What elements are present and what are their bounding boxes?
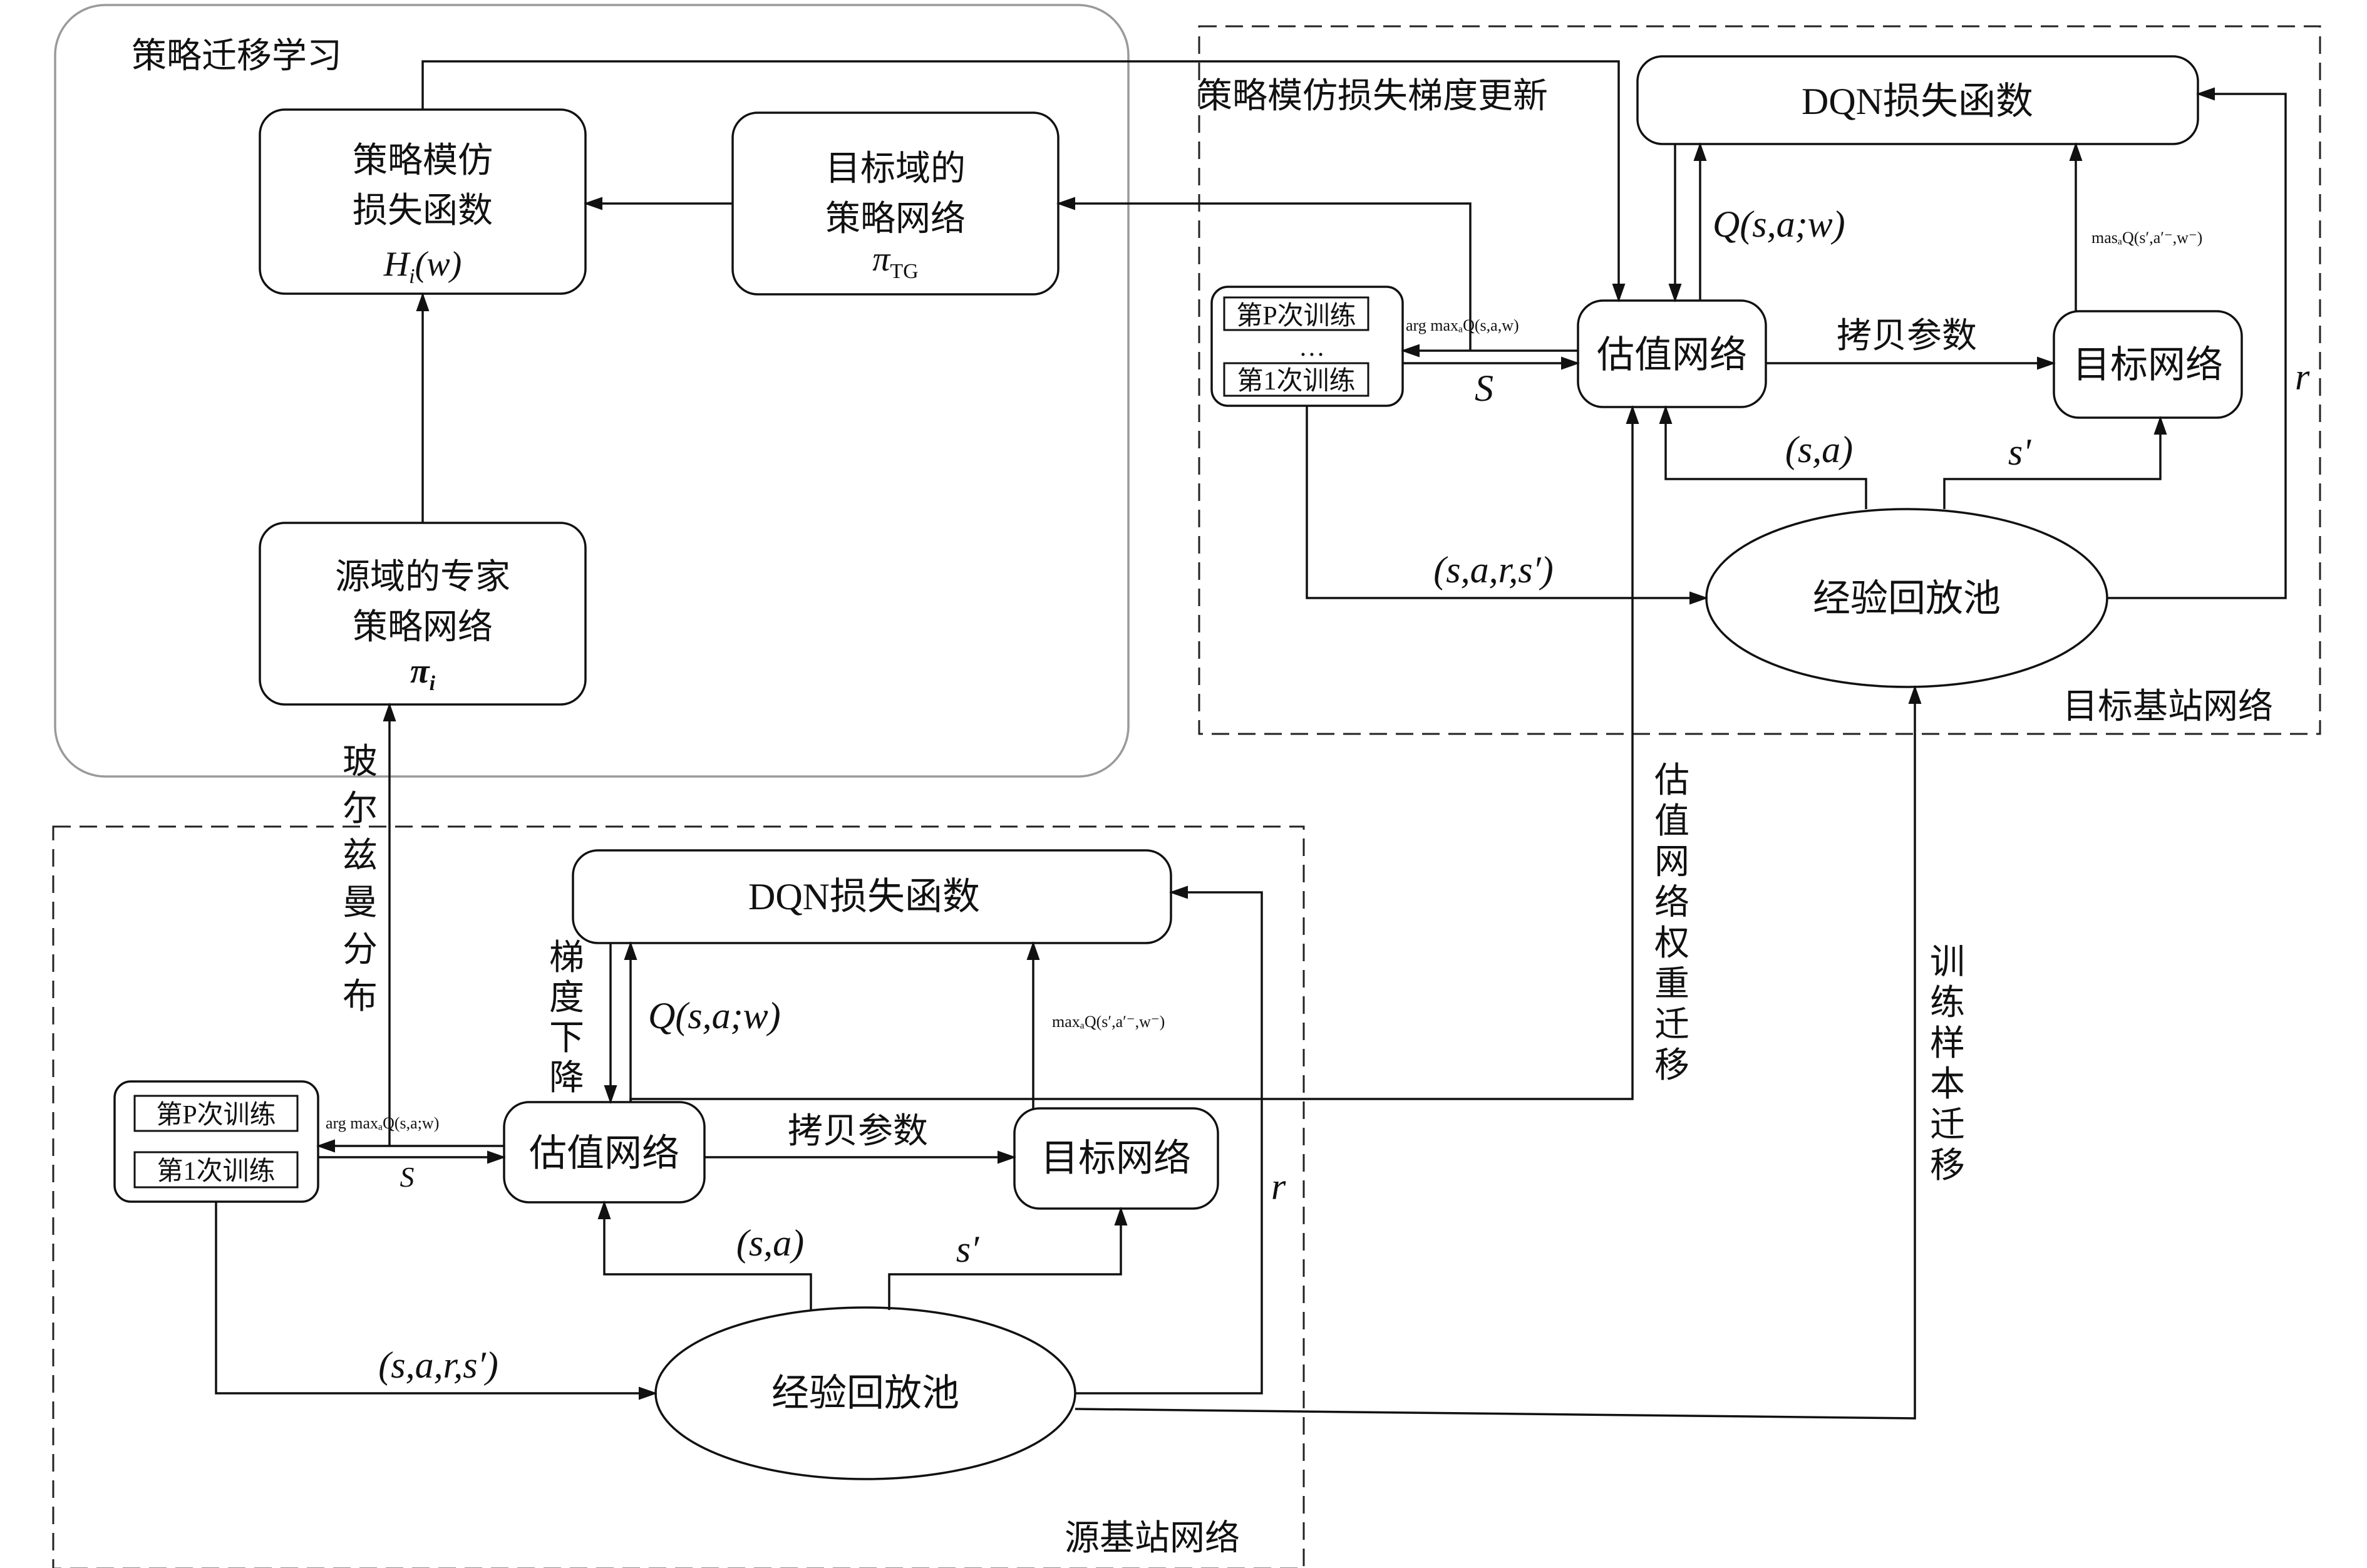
source-training-top-label: 第P次训练 bbox=[156, 1100, 276, 1130]
source-sa-arrow bbox=[597, 1200, 812, 1310]
target-station-title: 目标基站网络 bbox=[2063, 688, 2273, 726]
policy-transfer-group bbox=[54, 4, 1130, 778]
source-q-label: Q(s,a;w) bbox=[648, 995, 781, 1036]
target-copy-params-label: 拷贝参数 bbox=[1837, 317, 1977, 356]
target-training-dots: … bbox=[1299, 333, 1325, 362]
target-target-net-label: 目标网络 bbox=[2073, 344, 2223, 386]
source-sprime-arrow bbox=[888, 1207, 1128, 1310]
source-estimate-net-label: 估值网络 bbox=[529, 1133, 679, 1174]
weight-transfer-label: 估 值 网 络 权 重 迁 移 bbox=[1654, 761, 1689, 1085]
target-max-label: masₐQ(s′,a′⁻,w⁻) bbox=[2091, 229, 2202, 247]
source-station-group bbox=[52, 825, 1305, 1568]
svg-text:权: 权 bbox=[1654, 924, 1689, 963]
target-policy-line1: 目标域的 bbox=[825, 150, 966, 188]
svg-text:迁: 迁 bbox=[1930, 1106, 1965, 1145]
source-gradient-descent-label: 梯 度 下 降 bbox=[549, 939, 584, 1098]
imitation-loss-line2: 损失函数 bbox=[353, 192, 493, 230]
svg-text:尔: 尔 bbox=[343, 790, 378, 828]
source-sprime-label: s′ bbox=[956, 1229, 979, 1270]
source-s-label: S bbox=[400, 1161, 415, 1193]
svg-text:兹: 兹 bbox=[343, 837, 378, 875]
svg-text:本: 本 bbox=[1930, 1065, 1965, 1104]
expert-policy-symbol: πi bbox=[410, 652, 436, 695]
source-replay-pool-label: 经验回放池 bbox=[771, 1373, 959, 1414]
imitation-loss-symbol: Hi(w) bbox=[383, 245, 462, 288]
source-r-feedback bbox=[1075, 885, 1263, 1395]
expert-policy-line1: 源域的专家 bbox=[335, 558, 510, 597]
imitation-loss-line1: 策略模仿 bbox=[353, 142, 493, 180]
sample-transfer-arrow bbox=[1075, 685, 1922, 1420]
target-policy-line2: 策略网络 bbox=[825, 200, 966, 239]
source-max-label: maxₐQ(s′,a′⁻,w⁻) bbox=[1052, 1013, 1165, 1031]
svg-text:训: 训 bbox=[1930, 943, 1965, 982]
sample-transfer-label: 训 练 样 本 迁 移 bbox=[1930, 943, 1965, 1185]
boltzmann-label: 玻 尔 兹 曼 分 布 bbox=[343, 743, 378, 1016]
expert-policy-line2: 策略网络 bbox=[353, 608, 493, 647]
source-dqn-loss-label: DQN损失函数 bbox=[748, 876, 980, 917]
target-station-group bbox=[1198, 25, 2321, 735]
target-r-label: r bbox=[2295, 356, 2310, 398]
source-sa-label: (s,a) bbox=[736, 1222, 804, 1264]
source-station-title: 源基站网络 bbox=[1065, 1519, 1240, 1558]
svg-text:降: 降 bbox=[549, 1059, 584, 1098]
target-sa-label: (s,a) bbox=[1785, 429, 1853, 470]
svg-text:重: 重 bbox=[1654, 965, 1689, 1004]
target-sa-arrow bbox=[1659, 405, 1867, 509]
source-training-top bbox=[133, 1095, 299, 1132]
svg-text:值: 值 bbox=[1654, 802, 1689, 841]
target-argmax-label: arg maxₐQ(s,a,w) bbox=[1406, 316, 1519, 334]
svg-text:曼: 曼 bbox=[343, 884, 378, 922]
target-training-bottom-label: 第1次训练 bbox=[1237, 366, 1355, 396]
source-r-label: r bbox=[1271, 1166, 1286, 1207]
source-sars-label: (s,a,r,s′) bbox=[378, 1344, 498, 1386]
target-sars-arrow bbox=[1306, 406, 1708, 605]
svg-text:布: 布 bbox=[343, 977, 378, 1016]
source-sars-arrow bbox=[215, 1202, 658, 1400]
target-sars-label: (s,a,r,s′) bbox=[1433, 549, 1553, 591]
target-training-bottom bbox=[1223, 362, 1369, 397]
weight-transfer-arrow bbox=[629, 405, 1639, 1102]
target-policy-symbol: πTG bbox=[872, 240, 918, 283]
target-policy-feed-arrow bbox=[1056, 197, 1472, 351]
target-training-top bbox=[1223, 296, 1369, 331]
svg-text:网: 网 bbox=[1654, 843, 1689, 882]
svg-text:估: 估 bbox=[1654, 761, 1689, 800]
source-argmax-label: arg maxₐQ(s,a;w) bbox=[326, 1114, 439, 1132]
gradient-update-label: 策略模仿损失梯度更新 bbox=[1197, 77, 1548, 116]
svg-text:移: 移 bbox=[1930, 1147, 1965, 1185]
policy-transfer-title: 策略迁移学习 bbox=[132, 37, 342, 76]
target-r-feedback bbox=[2107, 87, 2287, 599]
svg-text:下: 下 bbox=[549, 1019, 584, 1058]
svg-text:分: 分 bbox=[343, 931, 378, 969]
svg-text:样: 样 bbox=[1930, 1024, 1965, 1063]
svg-text:络: 络 bbox=[1654, 884, 1689, 922]
svg-text:练: 练 bbox=[1930, 984, 1965, 1023]
svg-text:玻: 玻 bbox=[343, 743, 378, 781]
target-sprime-label: s' bbox=[2008, 431, 2031, 473]
target-training-top-label: 第P次训练 bbox=[1236, 301, 1356, 331]
target-estimate-net-label: 估值网络 bbox=[1597, 334, 1747, 376]
source-training-bottom bbox=[133, 1151, 299, 1189]
target-replay-pool-label: 经验回放池 bbox=[1813, 578, 2001, 619]
target-s-label: S bbox=[1475, 368, 1493, 409]
target-dqn-loss-label: DQN损失函数 bbox=[1802, 81, 2033, 122]
svg-text:迁: 迁 bbox=[1654, 1006, 1689, 1044]
target-sprime-arrow bbox=[1943, 416, 2167, 509]
target-q-label: Q(s,a;w) bbox=[1713, 204, 1845, 245]
source-training-bottom-label: 第1次训练 bbox=[157, 1157, 275, 1186]
svg-text:度: 度 bbox=[549, 979, 584, 1018]
source-target-net-label: 目标网络 bbox=[1041, 1138, 1191, 1179]
source-copy-params-label: 拷贝参数 bbox=[788, 1112, 928, 1151]
svg-text:梯: 梯 bbox=[549, 939, 584, 977]
svg-text:移: 移 bbox=[1654, 1046, 1689, 1085]
gradient-update-arrow bbox=[421, 60, 1626, 302]
